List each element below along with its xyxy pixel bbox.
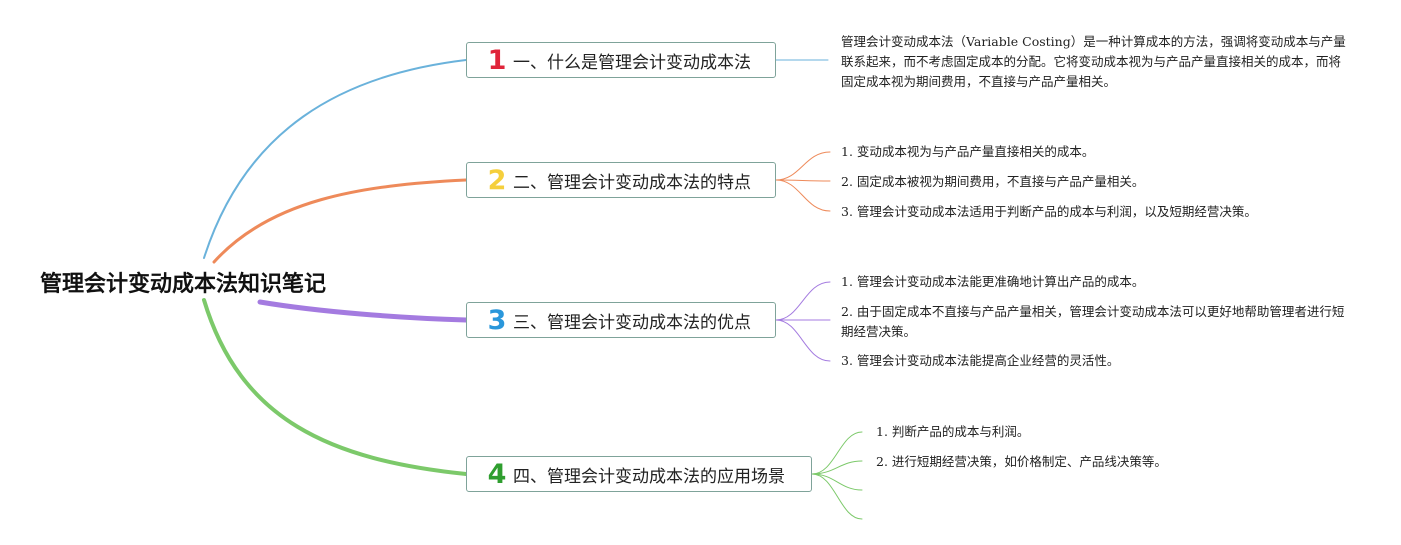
root-topic[interactable]: 管理会计变动成本法知识笔记: [40, 272, 327, 297]
branch-3-item-3[interactable]: 3. 管理会计变动成本法能提高企业经营的灵活性。: [841, 353, 1120, 368]
branch-4-label: 四、管理会计变动成本法的应用场景: [513, 466, 785, 487]
connector-branch-4: [202, 298, 468, 476]
connector-leaf-3-1: [775, 281, 831, 321]
branch-1-note[interactable]: 管理会计变动成本法（Variable Costing）是一种计算成本的方法，强调…: [841, 34, 1346, 89]
connector-leaf-4-1: [811, 431, 863, 475]
connector-branch-3: [257, 299, 469, 323]
connector-leaf-4-3: [811, 473, 863, 491]
branch-4-node[interactable]: 4 四、管理会计变动成本法的应用场景: [466, 456, 812, 492]
connector-branch-2: [212, 178, 468, 264]
number-3-icon: 3: [487, 304, 507, 336]
branch-3-label: 三、管理会计变动成本法的优点: [513, 312, 751, 333]
number-1-icon: 1: [487, 44, 507, 76]
branch-3-item-1[interactable]: 1. 管理会计变动成本法能更准确地计算出产品的成本。: [841, 274, 1145, 289]
branch-2-item-1[interactable]: 1. 变动成本视为与产品产量直接相关的成本。: [841, 144, 1095, 159]
branch-3-node[interactable]: 3 三、管理会计变动成本法的优点: [466, 302, 776, 338]
connector-leaf-2-2: [775, 179, 831, 182]
branch-1-label: 一、什么是管理会计变动成本法: [513, 52, 751, 73]
connector-branch-1: [203, 59, 467, 259]
connector-leaf-2-1: [775, 151, 831, 181]
branch-1-node[interactable]: 1 一、什么是管理会计变动成本法: [466, 42, 776, 78]
number-4-icon: 4: [487, 458, 507, 490]
connector-leaf-4-4: [811, 473, 863, 520]
branch-2-label: 二、管理会计变动成本法的特点: [513, 172, 751, 193]
branch-2-item-3[interactable]: 3. 管理会计变动成本法适用于判断产品的成本与利润，以及短期经营决策。: [841, 204, 1257, 219]
branch-4-item-2[interactable]: 2. 进行短期经营决策，如价格制定、产品线决策等。: [876, 454, 1167, 469]
branch-2-node[interactable]: 2 二、管理会计变动成本法的特点: [466, 162, 776, 198]
connector-leaf-4-2: [811, 460, 863, 475]
connector-leaf-2-3: [775, 179, 831, 212]
branch-4-item-1[interactable]: 1. 判断产品的成本与利润。: [876, 424, 1030, 439]
branch-3-item-2[interactable]: 2. 由于固定成本不直接与产品产量相关，管理会计变动成本法可以更好地帮助管理者进…: [841, 304, 1345, 339]
connector-leaf-3-3: [775, 319, 831, 362]
number-2-icon: 2: [487, 164, 507, 196]
branch-2-item-2[interactable]: 2. 固定成本被视为期间费用，不直接与产品产量相关。: [841, 174, 1145, 189]
